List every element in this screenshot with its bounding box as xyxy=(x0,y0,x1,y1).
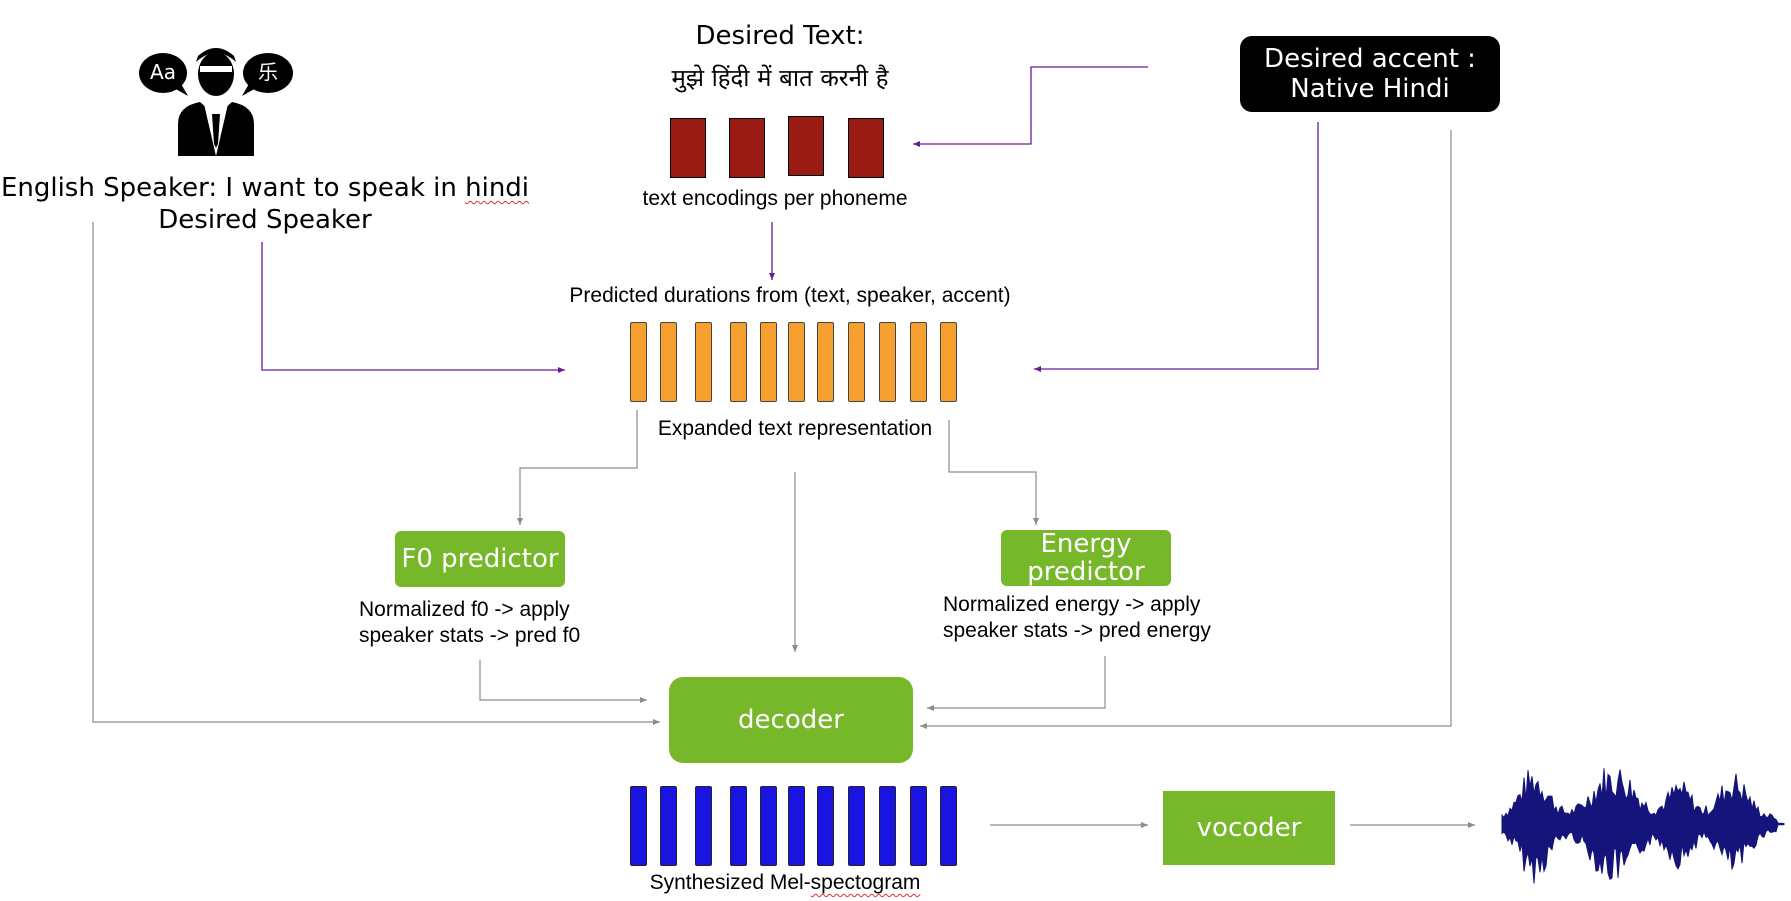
speaker-line2: Desired Speaker xyxy=(158,205,372,235)
text-encoding-block xyxy=(670,118,706,178)
speaker-icon: Aa 乐 xyxy=(138,44,294,156)
mel-bar xyxy=(817,786,834,866)
duration-bar xyxy=(760,322,777,402)
energy-desc-line2: speaker stats -> pred energy xyxy=(943,619,1211,642)
duration-bar xyxy=(788,322,805,402)
duration-bar xyxy=(730,322,747,402)
mel-bar xyxy=(660,786,677,866)
durations-to-energy-arrow xyxy=(948,420,1039,525)
vocoder-box: vocoder xyxy=(1163,791,1335,865)
speaker-to-decoder-arrow xyxy=(92,222,660,725)
text-encodings-label: text encodings per phoneme xyxy=(642,187,908,210)
mel-bar xyxy=(730,786,747,866)
desired-text-hindi: मुझे हिंदी में बात करनी है xyxy=(671,64,889,92)
mel-label-word: spectogram xyxy=(810,871,921,894)
accent-to-decoder-arrow xyxy=(920,130,1452,729)
duration-bar xyxy=(879,322,896,402)
energy-predictor-box: Energy predictor xyxy=(1001,530,1171,586)
duration-bar xyxy=(695,322,712,402)
text-encoding-block xyxy=(788,116,824,176)
text-encoding-block xyxy=(729,118,765,178)
f0-desc-line2: speaker stats -> pred f0 xyxy=(359,624,581,647)
mel-label: Synthesized Mel-spectogram xyxy=(649,871,921,894)
mel-bar xyxy=(695,786,712,866)
desired-text-title: Desired Text: xyxy=(695,21,865,51)
duration-bars xyxy=(630,322,960,404)
desired-accent-box: Desired accent : Native Hindi xyxy=(1240,36,1500,112)
speaker-line1: English Speaker: I want to speak in hind… xyxy=(0,173,530,203)
mel-bar xyxy=(848,786,865,866)
duration-bar xyxy=(910,322,927,402)
energy-to-decoder-arrow xyxy=(927,656,1106,711)
f0-to-decoder-arrow xyxy=(479,660,647,703)
duration-bar xyxy=(817,322,834,402)
f0-description: Normalized f0 -> apply speaker stats -> … xyxy=(359,597,580,649)
mel-bar xyxy=(788,786,805,866)
accent-line1: Desired accent : xyxy=(1264,44,1476,74)
energy-desc-line1: Normalized energy -> apply xyxy=(943,593,1201,616)
accent-to-durations-arrow xyxy=(1034,122,1319,372)
duration-bar xyxy=(848,322,865,402)
speaker-to-durations-arrow xyxy=(261,242,565,373)
text-encoding-blocks xyxy=(670,116,890,178)
durations-label: Predicted durations from (text, speaker,… xyxy=(569,284,1011,307)
f0-predictor-box: F0 predictor xyxy=(395,531,565,587)
mel-bar xyxy=(910,786,927,866)
speaker-caption: English Speaker: I want to speak in hind… xyxy=(0,172,530,236)
expanded-label: Expanded text representation xyxy=(657,417,933,440)
speaker-hindi-word: hindi xyxy=(465,173,530,203)
mel-bar xyxy=(630,786,647,866)
mel-bar xyxy=(760,786,777,866)
audio-waveform-icon xyxy=(1501,768,1785,884)
mel-bar xyxy=(940,786,957,866)
mel-bars xyxy=(630,786,960,868)
bubble-left-glyph: Aa xyxy=(150,60,176,84)
f0-desc-line1: Normalized f0 -> apply xyxy=(359,598,570,621)
accent-line2: Native Hindi xyxy=(1290,74,1450,104)
energy-description: Normalized energy -> apply speaker stats… xyxy=(943,592,1211,644)
mel-bar xyxy=(879,786,896,866)
text-encoding-block xyxy=(848,118,884,178)
duration-bar xyxy=(630,322,647,402)
duration-bar xyxy=(940,322,957,402)
decoder-box: decoder xyxy=(669,677,913,763)
duration-bar xyxy=(660,322,677,402)
bubble-right-glyph: 乐 xyxy=(258,60,278,84)
durations-to-f0-arrow xyxy=(517,410,638,525)
accent-to-encodings-arrow xyxy=(913,66,1148,147)
